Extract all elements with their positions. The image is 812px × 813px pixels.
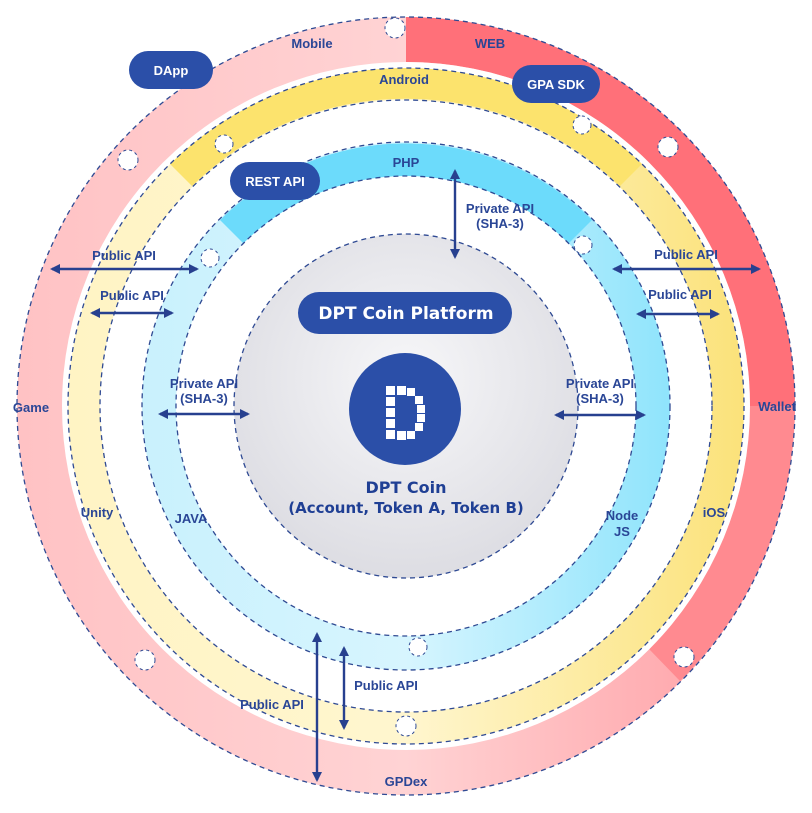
puzzle-notches (117, 17, 695, 737)
private-api-label-right: Private API (566, 376, 634, 391)
blue-ring-border (141, 141, 671, 671)
private-api-label-left: Private API (170, 376, 238, 391)
node-label-line1: Node (606, 508, 639, 523)
node-label-line2: JS (614, 524, 630, 539)
coin-detail: (Account, Token A, Token B) (288, 499, 523, 517)
wallet-label: Wallet (758, 399, 796, 414)
public-api-label-bottom-outer: Public API (240, 697, 304, 712)
white-ring-border (99, 99, 713, 713)
platform-title-pill: DPT Coin Platform (298, 292, 512, 334)
public-api-label-right-inner: Public API (648, 287, 712, 302)
sha-label-right: (SHA-3) (576, 391, 624, 406)
wallet-segment (649, 406, 795, 681)
outer-ring-border (16, 16, 796, 796)
dapp-badge: DApp (129, 51, 213, 89)
java-label: JAVA (175, 511, 208, 526)
gpa-sdk-badge-text: GPA SDK (527, 77, 585, 92)
game-label: Game (13, 400, 49, 415)
api-arrows (49, 168, 762, 783)
sha-label-left: (SHA-3) (180, 391, 228, 406)
sha-label-top: (SHA-3) (476, 216, 524, 231)
web-segment (406, 17, 795, 406)
public-api-label-left-inner: Public API (100, 288, 164, 303)
android-label: Android (379, 72, 429, 87)
yellow-ring-border (67, 67, 745, 745)
dpt-logo (349, 353, 461, 465)
private-api-label-top: Private API (466, 201, 534, 216)
unity-label: Unity (81, 505, 114, 520)
logo-d-mark (386, 386, 425, 440)
public-api-label-right-outer: Public API (654, 247, 718, 262)
ios-label: iOS (703, 505, 726, 520)
dapp-badge-text: DApp (154, 63, 189, 78)
mobile-label: Mobile (291, 36, 332, 51)
center-disc-border (233, 233, 579, 579)
rest-api-badge: REST API (230, 162, 320, 200)
gpdex-label: GPDex (385, 774, 428, 789)
public-api-label-left-outer: Public API (92, 248, 156, 263)
web-label: WEB (475, 36, 505, 51)
inner-white-border (175, 175, 637, 637)
coin-name: DPT Coin (365, 478, 446, 497)
platform-title: DPT Coin Platform (318, 304, 493, 324)
rest-api-badge-text: REST API (245, 174, 304, 189)
public-api-label-bottom-inner: Public API (354, 678, 418, 693)
php-label: PHP (393, 155, 420, 170)
gpa-sdk-badge: GPA SDK (512, 65, 600, 103)
